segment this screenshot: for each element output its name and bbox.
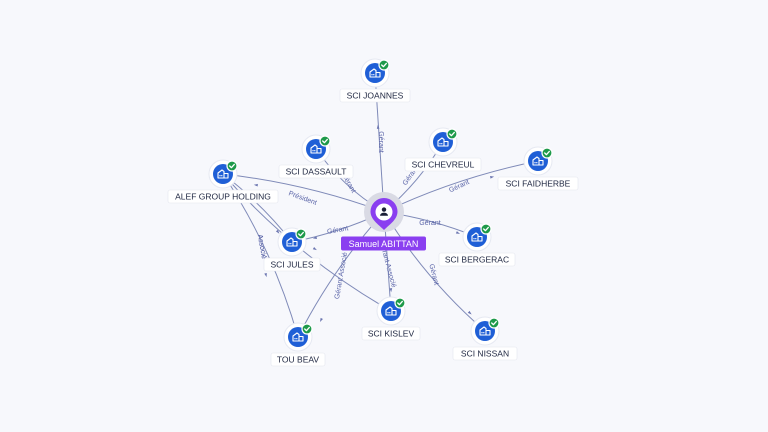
edge-label: Gérant [377, 131, 384, 152]
building-icon [471, 232, 483, 242]
check-badge-icon [319, 135, 331, 147]
building-icon [217, 169, 229, 179]
check-badge-icon [394, 297, 406, 309]
building-icon [292, 332, 304, 342]
person-label: Samuel ABITTAN [349, 239, 419, 249]
edge-arrow-icon [312, 246, 317, 251]
node-label-background [263, 257, 321, 272]
edge-arrow-icon [264, 272, 267, 278]
node-label: SCI NISSAN [461, 349, 509, 359]
node-label-background [452, 346, 518, 361]
edge-arrow-icon [455, 231, 461, 234]
edge-arrow-icon [320, 317, 323, 322]
company-node-faidherbe[interactable]: SCI FAIDHERBE [497, 146, 579, 191]
node-label-background [438, 252, 516, 267]
check-badge-icon [541, 147, 553, 159]
person-label-background [341, 236, 426, 251]
company-node-jules[interactable]: SCI JULES [263, 227, 321, 272]
node-label: TOU BEAV [277, 355, 320, 365]
edge-label: Associé [256, 234, 267, 259]
check-badge-icon [301, 323, 313, 335]
node-label-background [339, 88, 411, 103]
company-node-bergerac[interactable]: SCI BERGERAC [438, 222, 516, 267]
node-label: SCI KISLEV [368, 329, 415, 339]
company-node-joannes[interactable]: SCI JOANNES [339, 58, 411, 103]
check-badge-icon [480, 223, 492, 235]
building-icon [437, 137, 449, 147]
edge-label: Gérant [448, 179, 470, 194]
edge-arrow-icon [312, 236, 317, 239]
node-label-background [270, 352, 326, 367]
node-label: SCI CHEVREUL [412, 160, 475, 170]
node-label: SCI JULES [271, 260, 314, 270]
node-label: SCI JOANNES [347, 91, 404, 101]
node-label: ALEF GROUP HOLDING [175, 192, 271, 202]
company-node-kislev[interactable]: SCI KISLEV [361, 296, 421, 341]
node-label-background [497, 176, 579, 191]
check-badge-icon [295, 228, 307, 240]
edge-label: Gérant [327, 225, 349, 236]
edge-label: Président [287, 190, 317, 207]
building-icon [479, 326, 491, 336]
company-node-dassault[interactable]: SCI DASSAULT [278, 134, 354, 179]
node-label-background [361, 326, 421, 341]
person-icon [380, 207, 388, 216]
building-icon [310, 144, 322, 154]
edge-arrow-icon [490, 176, 495, 179]
graph-nodes: SCI JOANNES SCI DASSAULT SCI CHEVREUL SCI F… [167, 58, 579, 367]
node-label-background [278, 164, 354, 179]
building-icon [369, 68, 381, 78]
edge-arrow-icon [467, 310, 472, 315]
edge-arrow-icon [253, 183, 258, 187]
company-node-alef[interactable]: ALEF GROUP HOLDING [167, 159, 279, 204]
company-node-nissan[interactable]: SCI NISSAN [452, 316, 518, 361]
building-icon [286, 237, 298, 247]
pin-inner [375, 203, 393, 221]
person-node-samuel-abittan[interactable]: Samuel ABITTAN [341, 192, 426, 251]
check-badge-icon [226, 160, 238, 172]
node-label: SCI BERGERAC [445, 255, 509, 265]
company-node-chevreul[interactable]: SCI CHEVREUL [404, 127, 482, 172]
node-label-background [404, 157, 482, 172]
edge-arrow-icon [376, 124, 380, 129]
edge-arrow-icon [275, 229, 280, 234]
check-badge-icon [488, 317, 500, 329]
node-label-background [167, 189, 279, 204]
building-icon [385, 306, 397, 316]
building-icon [532, 156, 544, 166]
edge-arrow-icon [389, 288, 393, 293]
node-label: SCI DASSAULT [286, 167, 347, 177]
edge-label: Gérant [419, 220, 440, 227]
check-badge-icon [378, 59, 390, 71]
node-label: SCI FAIDHERBE [506, 179, 571, 189]
edge-label: Associé [256, 234, 267, 259]
company-node-toubeav[interactable]: TOU BEAV [270, 322, 326, 367]
check-badge-icon [446, 128, 458, 140]
